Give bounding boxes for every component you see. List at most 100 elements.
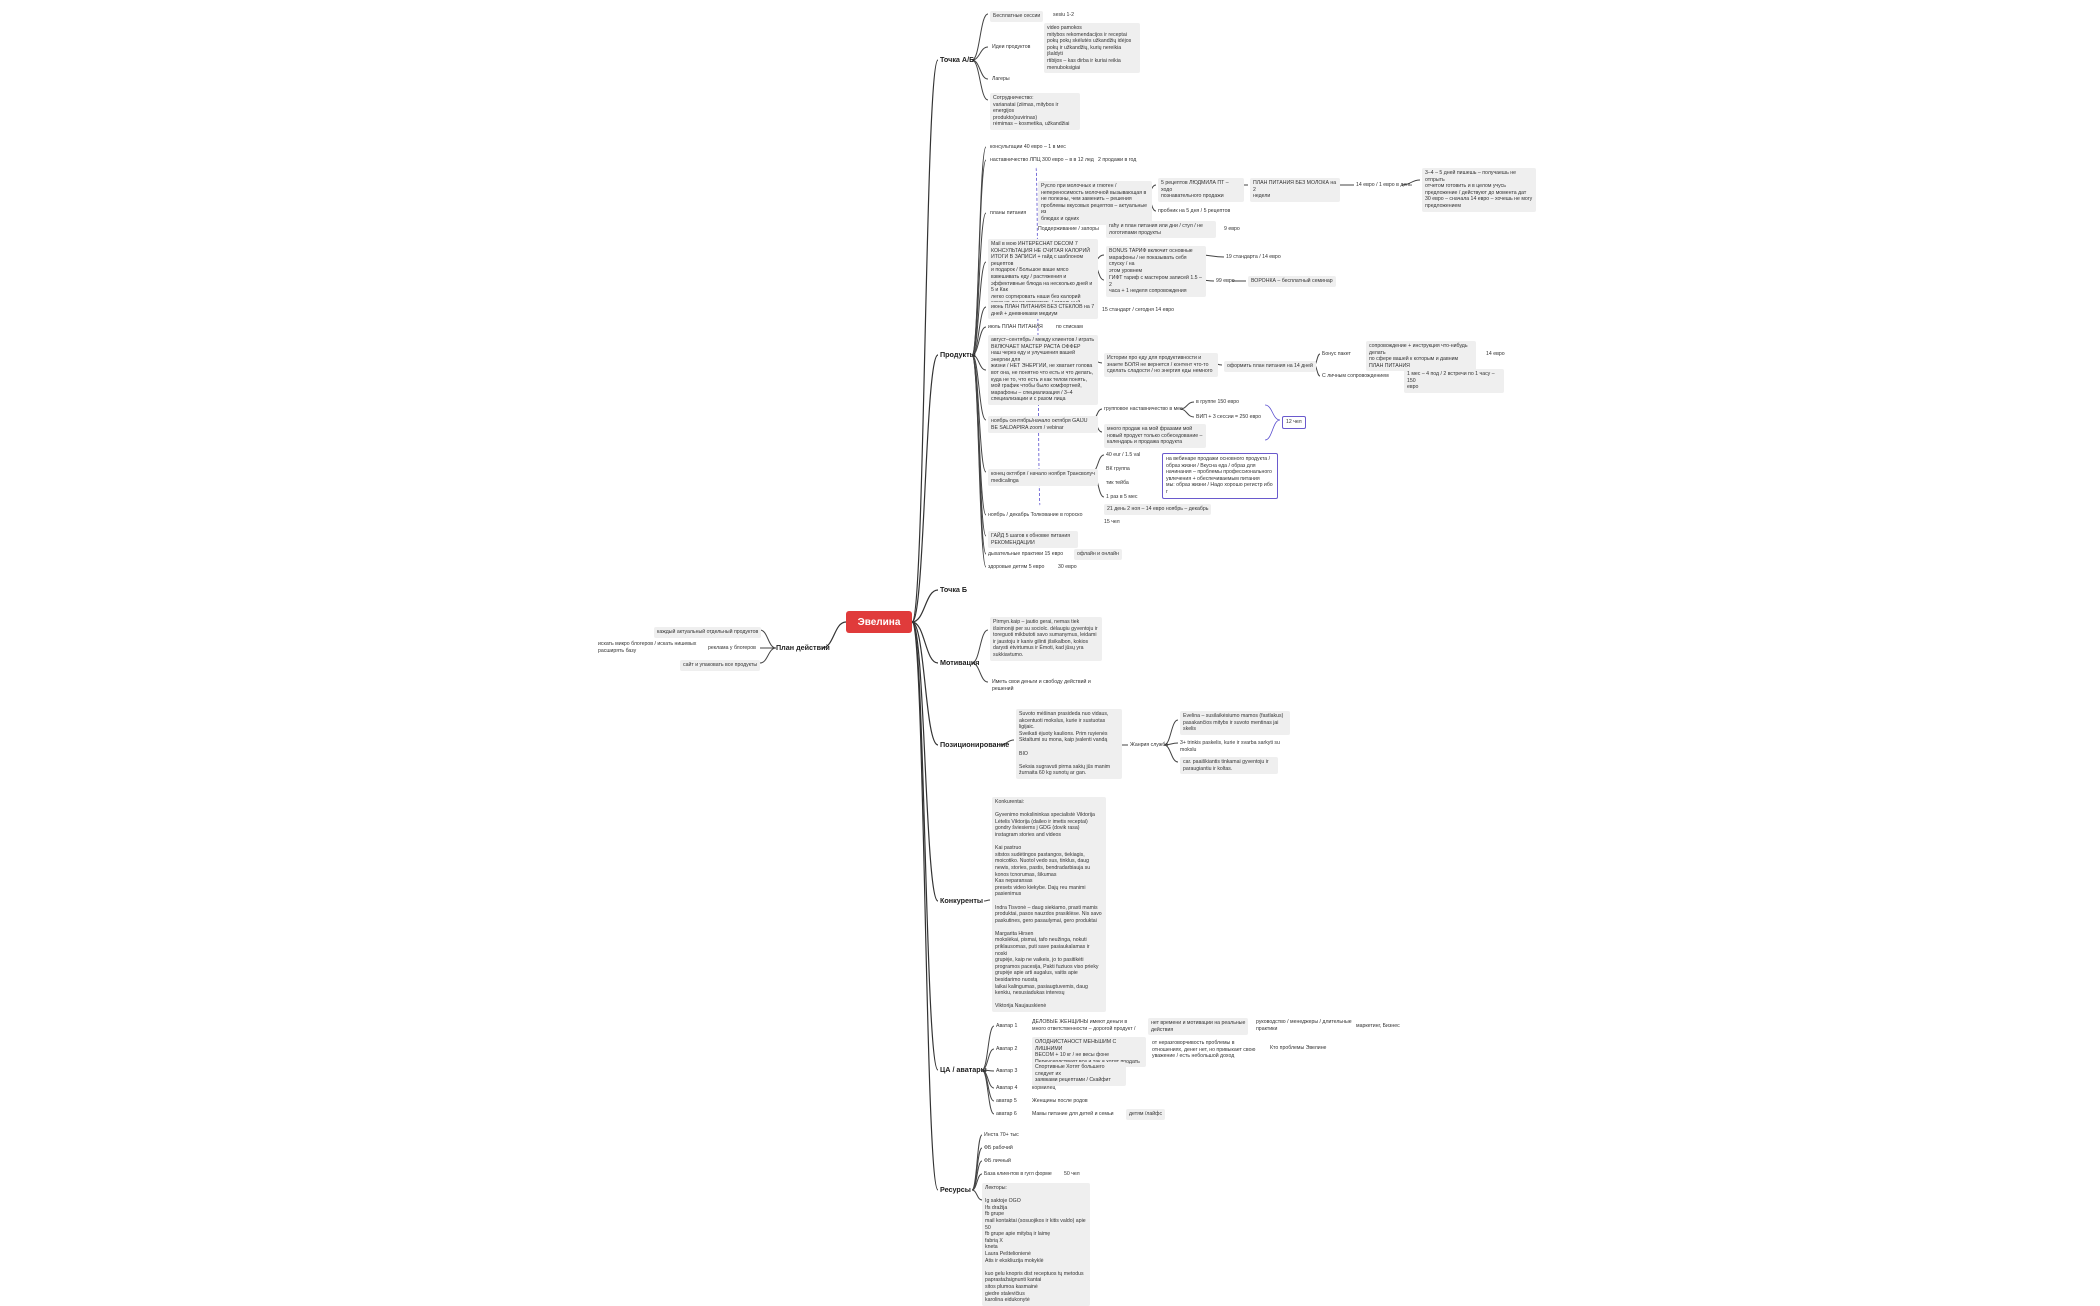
ca-a1-value: ДЕЛОВЫЕ ЖЕНЩИНЫ имеют деньги в много отв… — [1032, 1019, 1136, 1032]
prod-tik: тик тейба — [1106, 480, 1129, 486]
ca-a1-value4: маркетинг, Бизнес — [1356, 1023, 1400, 1029]
prod-price14: 14 евро / 1 евро в день — [1356, 182, 1412, 188]
connector-line — [971, 1189, 983, 1201]
poz-z3[interactable]: car. paaiškiantis tinkamai gyventoju ir … — [1180, 757, 1278, 775]
prod-grupp: ВК группа — [1106, 466, 1130, 472]
res-insta[interactable]: Инста 70+ тыс — [984, 1132, 1019, 1138]
connector-line — [911, 621, 939, 902]
poz-z1[interactable]: Evelina – susilaikėsiumo mamos (fastlaku… — [1180, 711, 1290, 735]
prod-dyh[interactable]: дыхательные практики 15 евро — [988, 551, 1064, 557]
branch-produkty[interactable]: Продукты — [940, 350, 976, 359]
motiv-text1[interactable]: Pirmyn.kaip – jautio gerai, nemas tiek i… — [990, 617, 1102, 661]
prod-bonus-pak[interactable]: Бонус пакет — [1322, 351, 1351, 357]
branch-tochka-ab[interactable]: Точка А/Б — [940, 55, 975, 64]
prod-dekabr-value: 21 день 2 ноя – 14 евро ноябрь – декабрь — [1104, 504, 1212, 515]
connector-line — [911, 59, 939, 623]
poz-z2[interactable]: 3+ trinkis paskelis, kurie ir svarba sar… — [1180, 740, 1280, 753]
prod-plany[interactable]: планы питания — [990, 210, 1027, 216]
prod-gaby[interactable]: гаћу и план питания или дни / стул / не … — [1106, 221, 1216, 239]
connector-line — [971, 46, 989, 61]
connector-line — [911, 621, 939, 664]
connector-line — [759, 647, 777, 664]
ab-lageri[interactable]: Лагеры — [992, 76, 1010, 82]
ca-a1[interactable]: Аватар 1 — [996, 1023, 1018, 1029]
connector-line — [971, 59, 989, 80]
plan-p1[interactable]: каждый актуальный отдельный продуктов — [654, 627, 762, 638]
connector-line — [1264, 404, 1281, 421]
root-node[interactable]: Эвелина — [846, 611, 912, 633]
ca-a3-value: Спортивные Хотят большего следует их зая… — [1032, 1062, 1126, 1086]
ca-a4-value: кормилец — [1032, 1085, 1056, 1091]
plan-p2[interactable]: реклама у блогеров — [708, 645, 756, 651]
prod-iyul-value: по спискам — [1056, 324, 1083, 330]
ca-a3[interactable]: Аватар 3 — [996, 1068, 1018, 1074]
poz-zhanr[interactable]: Жанрия служба — [1130, 742, 1169, 748]
konk-text[interactable]: Konkurentai: Gyvenimo mokslininkas speci… — [992, 797, 1106, 1012]
prod-iyul[interactable]: июль ПЛАН ПИТАНИЯ — [988, 324, 1043, 330]
prod-iyun[interactable]: июнь ПЛАН ПИТАНИЯ БЕЗ СТЕКЛОВ на 7 дней … — [988, 302, 1098, 320]
prod-noyabr[interactable]: ноябрь сентябрь/начало октября GAIJU BE … — [988, 416, 1098, 434]
prod-gruppovoe[interactable]: групповое наставничество в мес — [1104, 406, 1183, 412]
prod-ruslo[interactable]: Русло при молочных и глютен / непереноси… — [1038, 181, 1152, 225]
prod-podderzh[interactable]: Поддерживание / запоры — [1038, 226, 1099, 232]
prod-v-gruppe: в группе 150 евро — [1196, 399, 1239, 405]
prod-oformit[interactable]: оформить план питания на 14 дней — [1224, 361, 1316, 372]
prod-nastav[interactable]: наставничество ЛПЦ 300 евро – в в 12 лед — [990, 157, 1094, 163]
ab-sessions[interactable]: Бесплатные сессии — [990, 11, 1044, 22]
branch-pozicionirovanie[interactable]: Позиционирование — [940, 740, 1010, 749]
ca-a5[interactable]: аватар 5 — [996, 1098, 1017, 1104]
prod-gift[interactable]: ГИФТ тариф с мастером записей 1.5 – 2 ча… — [1106, 273, 1206, 297]
prod-konsult[interactable]: консультации 40 евро – 1 в мес — [990, 144, 1066, 150]
branch-plan[interactable]: План действий — [776, 643, 830, 652]
prod-bonus[interactable]: BONUS ТАРИФ включит основные марафоны / … — [1106, 246, 1206, 277]
branch-ca-avatary[interactable]: ЦА / аватары — [940, 1065, 987, 1074]
ca-a4[interactable]: Аватар 4 — [996, 1085, 1018, 1091]
prod-evro9: 9 евро — [1224, 226, 1240, 232]
res-lektory[interactable]: Лекторы: Ig saktoje OGO Ifs dražija fb g… — [982, 1183, 1090, 1306]
ab-sessions-value: sesiu 1-2 — [1053, 12, 1075, 18]
prod-kontent[interactable]: много продаж на мой фразами мой новый пр… — [1104, 424, 1206, 448]
branch-konkurenty[interactable]: Конкуренты — [940, 896, 984, 905]
res-fb-personal[interactable]: ФБ личный — [984, 1158, 1011, 1164]
plan-p2-value: искать микро блогеров / искать нишевых р… — [598, 641, 697, 654]
prod-lichnoe[interactable]: С личным сопровождением — [1322, 373, 1389, 379]
connector-line — [911, 354, 939, 623]
connector-line — [981, 1069, 995, 1115]
ca-a2[interactable]: Аватар 2 — [996, 1046, 1018, 1052]
ab-sotrud[interactable]: Сотрудничество: varianatai (ziimas, mity… — [990, 93, 1080, 130]
connector-line — [1035, 167, 1041, 506]
branch-tochka-b[interactable]: Точка Б — [940, 585, 968, 594]
connector-line — [971, 354, 987, 568]
res-fb-work[interactable]: ФБ рабочий — [984, 1145, 1013, 1151]
prod-dekabr[interactable]: ноябрь / декабрь Толкование в гороско — [988, 512, 1083, 518]
prod-dekabr-value2: 15 чел — [1104, 519, 1120, 525]
branch-resursy[interactable]: Ресурсы — [940, 1185, 971, 1194]
connector-line — [911, 621, 939, 1071]
prod-voronka[interactable]: ВОРОНКА – бесплатный семинар — [1248, 276, 1336, 287]
ca-a6[interactable]: аватар 6 — [996, 1111, 1017, 1117]
prod-plan-bez[interactable]: ПЛАН ПИТАНИЯ БЕЗ МОЛОКА на 2 недели — [1250, 178, 1340, 202]
poz-text[interactable]: Suvoto mėšinan prasideda nuo vidaus, akc… — [1016, 709, 1122, 779]
prod-lichnoe-value: 1 мес – 4 под / 2 встречи по 1 часу – 15… — [1404, 369, 1504, 393]
prod-gaid[interactable]: ГАЙД 5 шагов к обновке питания РЕКОМЕНДА… — [988, 531, 1078, 549]
prod-deti[interactable]: здоровые детям 5 евро — [988, 564, 1045, 570]
connector-line — [911, 621, 939, 746]
prod-probnik[interactable]: пробник на 5 дня / 5 рецептов — [1158, 208, 1231, 214]
prod-nastav-value: 2 продажи в год — [1098, 157, 1137, 163]
connector-line — [1264, 419, 1281, 441]
prod-istoriya[interactable]: Истории про еду для продуктивности и зна… — [1104, 353, 1218, 377]
prod-oktyabr[interactable]: конец октября / начало ноября Трансволуч… — [988, 469, 1098, 487]
ab-ideas[interactable]: Идеи продуктов — [992, 44, 1031, 50]
branch-motivaciya[interactable]: Мотивация — [940, 658, 980, 667]
connector-line — [1163, 744, 1179, 763]
plan-p3[interactable]: сайт и упаковать все продукты — [680, 660, 761, 671]
prod-recepty[interactable]: 5 рецептов ЛЮДМИЛА ПТ – ходо познаватель… — [1158, 178, 1244, 202]
connector-line — [971, 261, 987, 356]
connector-line — [981, 1025, 995, 1071]
motiv-text2[interactable]: Иметь свои деньги и свободу действий и р… — [992, 679, 1091, 692]
connector-line — [971, 1173, 983, 1191]
prod-avgust[interactable]: август–сентябрь / между клиентов / играт… — [988, 335, 1098, 405]
res-client-base[interactable]: База клиентов в гугл форме — [984, 1171, 1052, 1177]
connector-line — [971, 13, 989, 61]
connector-line — [911, 589, 939, 623]
